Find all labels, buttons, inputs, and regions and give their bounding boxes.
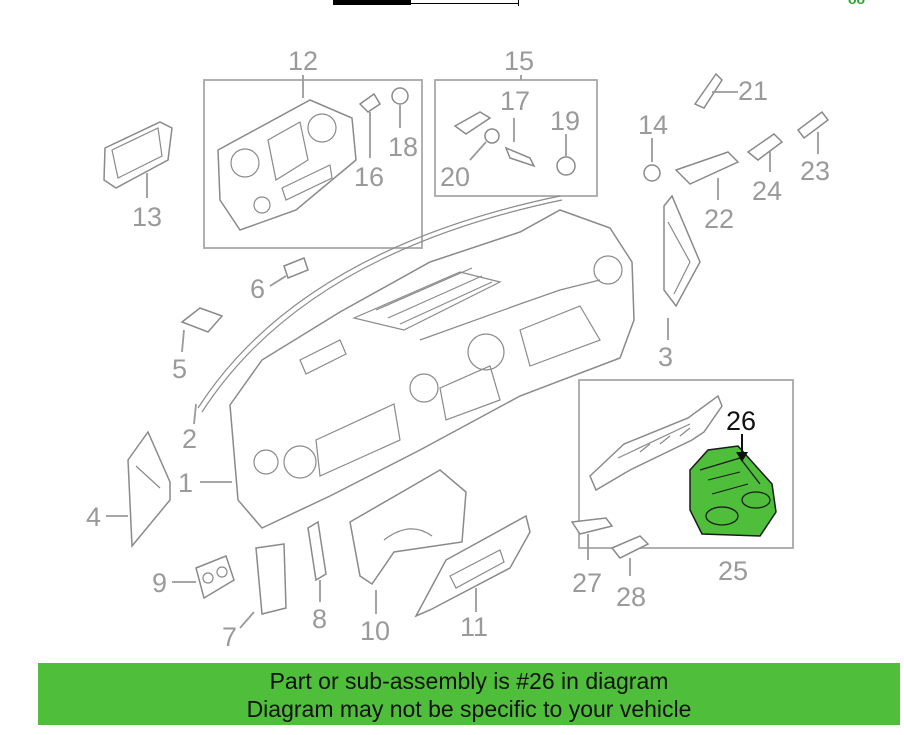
part-17-lighter[interactable] [504,118,536,168]
callout-24: 24 [752,176,782,206]
part-23-vent[interactable] [796,110,830,154]
callout-6: 6 [250,274,265,304]
group-box-12 [203,79,423,249]
callout-17: 17 [500,86,530,116]
part-24-vent[interactable] [746,133,784,172]
callout-8: 8 [312,604,327,634]
part-28-clip[interactable] [610,535,650,576]
callout-4: 4 [86,502,101,532]
part-8-trim[interactable] [307,520,327,602]
callout-11: 11 [460,612,488,642]
top-scale-bar [333,0,519,6]
callout-12: 12 [288,46,318,76]
callout-1: 1 [178,468,193,498]
part-11-lower-panel[interactable] [414,514,531,618]
arrow-26 [736,452,748,462]
part-10-steering-cover[interactable] [349,469,467,586]
callout-3: 3 [658,342,673,372]
callout-25: 25 [718,556,748,586]
callout-13: 13 [132,202,162,232]
callout-22: 22 [704,204,734,234]
part-7-trim-panel[interactable] [239,543,287,629]
part-13-display[interactable] [103,121,173,189]
part-22-vent[interactable] [674,151,740,200]
part-3-side-panel[interactable] [663,194,701,308]
group-box-15 [434,79,598,197]
part-21-bracket[interactable] [693,72,738,109]
callout-19: 19 [550,106,580,136]
scale-bar-line [411,3,519,4]
callout-16: 16 [354,162,384,192]
scale-bar-block [333,0,411,5]
part-9-switch-bezel[interactable] [195,555,235,600]
callout-28: 28 [616,582,646,612]
part-16-knob[interactable] [358,92,382,158]
banner-line-2: Diagram may not be specific to your vehi… [246,696,692,722]
callout-2: 2 [182,424,197,454]
notice-banner: Part or sub-assembly is #26 in diagram D… [38,663,900,725]
part-1-dashboard[interactable] [229,209,635,529]
group-box-25 [578,379,794,549]
callout-10: 10 [360,616,390,646]
callout-5: 5 [172,354,187,384]
callout-27: 27 [572,568,602,598]
part-18-knob[interactable] [391,87,409,128]
callout-23: 23 [800,156,830,186]
part-19-socket[interactable] [556,134,576,176]
callout-7: 7 [222,622,237,652]
part-27-clip[interactable] [570,517,614,560]
part-2-trim-strip-edge [201,199,563,413]
callout-9: 9 [152,568,167,598]
callout-14: 14 [638,110,668,140]
callout-15: 15 [504,46,534,76]
part-14-clip[interactable] [643,138,661,182]
callout-26: 26 [726,406,756,436]
part-4-end-panel[interactable] [127,430,171,548]
part-6-switch[interactable] [269,257,309,287]
corner-mark: oo [848,0,865,7]
callout-20: 20 [440,162,470,192]
part-26-cup-holder[interactable] [689,445,777,537]
part-20-switch[interactable] [453,111,500,161]
leader-2 [193,403,197,425]
part-2-trim-strip[interactable] [197,195,561,409]
banner-line-1: Part or sub-assembly is #26 in diagram [269,668,669,694]
part-5-bracket[interactable] [180,307,224,353]
part-25-console-bracket[interactable] [589,394,723,492]
callout-21: 21 [738,76,768,106]
scale-bar-tick [518,0,519,6]
part-12-control-panel[interactable] [217,99,357,231]
callout-18: 18 [388,132,418,162]
